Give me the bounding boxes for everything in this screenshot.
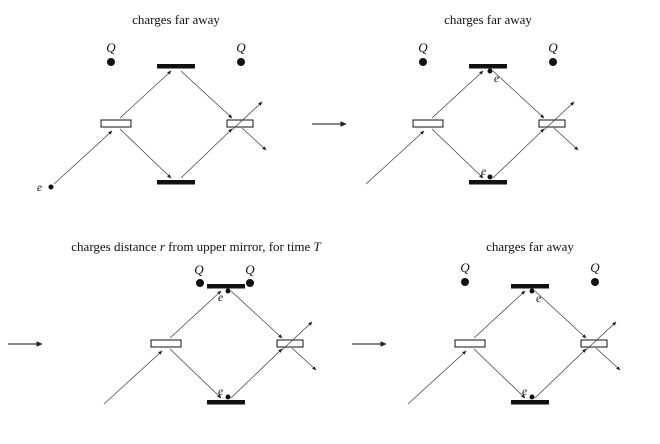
electron-lower-label: e — [218, 386, 223, 398]
panel-bottom-right: charges far away Q Q e e — [407, 239, 621, 405]
beam-down-right — [180, 128, 233, 179]
beam-down-right — [492, 128, 545, 179]
panel-title: charges far away — [132, 12, 220, 27]
beam-up-left — [119, 70, 172, 119]
charge-left-label: Q — [194, 262, 204, 277]
beam-up-left — [473, 290, 526, 339]
beam-down-left — [431, 128, 484, 179]
electron-label: e — [37, 182, 42, 194]
input-beam — [103, 350, 163, 405]
charge-right-dot — [591, 278, 599, 286]
beamsplitter-left — [454, 339, 486, 348]
charge-right-label: Q — [548, 40, 558, 55]
beam-down-right — [230, 348, 283, 399]
input-beam — [407, 350, 467, 405]
electron-upper-label: e — [536, 293, 541, 305]
electron-lower-label: e — [522, 386, 527, 398]
beam-up-right — [180, 70, 233, 119]
beamsplitter-right — [580, 339, 608, 348]
beam-down-left — [473, 348, 526, 399]
charge-right-label: Q — [590, 260, 600, 275]
electron-lower-dot — [487, 174, 493, 180]
beam-up-right — [230, 290, 283, 339]
electron-upper-dot — [225, 288, 231, 294]
electron-upper-label: e — [218, 292, 223, 304]
beam-up-right — [492, 70, 545, 119]
lower-mirror — [207, 400, 245, 405]
beamsplitter-left — [150, 339, 182, 348]
electron-dot — [48, 184, 54, 190]
electron-lower-dot — [529, 394, 535, 400]
output-beam-up — [585, 321, 617, 351]
beam-down-right — [534, 348, 587, 399]
beam-down-left — [119, 128, 172, 179]
beamsplitter-left — [412, 119, 444, 128]
panel-top-left: charges far away Q Q e — [37, 12, 267, 194]
upper-mirror — [157, 64, 195, 69]
output-beam-up — [231, 101, 263, 131]
upper-mirror — [511, 284, 549, 289]
output-beam-down — [553, 127, 579, 151]
beamsplitter-right — [276, 339, 304, 348]
charge-right-dot — [237, 58, 245, 66]
beamsplitter-left — [100, 119, 132, 128]
lower-mirror — [157, 180, 195, 185]
charge-right-dot — [246, 279, 254, 287]
output-beam-down — [241, 127, 267, 151]
title-text-2: from upper mirror, for time — [165, 239, 314, 254]
beam-up-right — [534, 290, 587, 339]
output-beam-down — [291, 347, 317, 371]
panel-title: charges far away — [486, 239, 574, 254]
electron-upper-dot — [487, 68, 493, 74]
title-var-r: r — [160, 239, 166, 254]
beamsplitter-right — [538, 119, 566, 128]
lower-mirror — [469, 180, 507, 185]
input-beam — [53, 130, 113, 185]
input-beam — [365, 130, 425, 185]
charge-left-label: Q — [418, 40, 428, 55]
panel-bottom-left: charges distance r from upper mirror, fo… — [71, 239, 321, 405]
charge-left-label: Q — [106, 40, 116, 55]
upper-mirror — [469, 64, 507, 69]
electron-lower-label: e — [481, 166, 486, 178]
electron-lower-dot — [225, 394, 231, 400]
output-beam-down — [595, 347, 621, 371]
title-var-T: T — [313, 239, 321, 254]
upper-mirror — [207, 284, 245, 289]
charge-right-label: Q — [245, 262, 255, 277]
charge-left-dot — [107, 58, 115, 66]
charge-left-dot — [196, 279, 204, 287]
charge-left-label: Q — [460, 260, 470, 275]
beam-down-left — [169, 348, 222, 399]
charge-left-dot — [461, 278, 469, 286]
panel-title: charges far away — [444, 12, 532, 27]
panel-top-right: charges far away Q Q e e — [365, 12, 579, 185]
electron-upper-dot — [529, 288, 535, 294]
beam-up-left — [431, 70, 484, 119]
charge-right-label: Q — [236, 40, 246, 55]
beamsplitter-right — [226, 119, 254, 128]
output-beam-up — [281, 321, 313, 351]
electron-upper-label: e — [494, 73, 499, 85]
title-text-1: charges distance — [71, 239, 160, 254]
output-beam-up — [543, 101, 575, 131]
charge-right-dot — [549, 58, 557, 66]
panel-title: charges distance r from upper mirror, fo… — [71, 239, 321, 254]
beam-up-left — [169, 290, 222, 339]
charge-left-dot — [419, 58, 427, 66]
lower-mirror — [511, 400, 549, 405]
